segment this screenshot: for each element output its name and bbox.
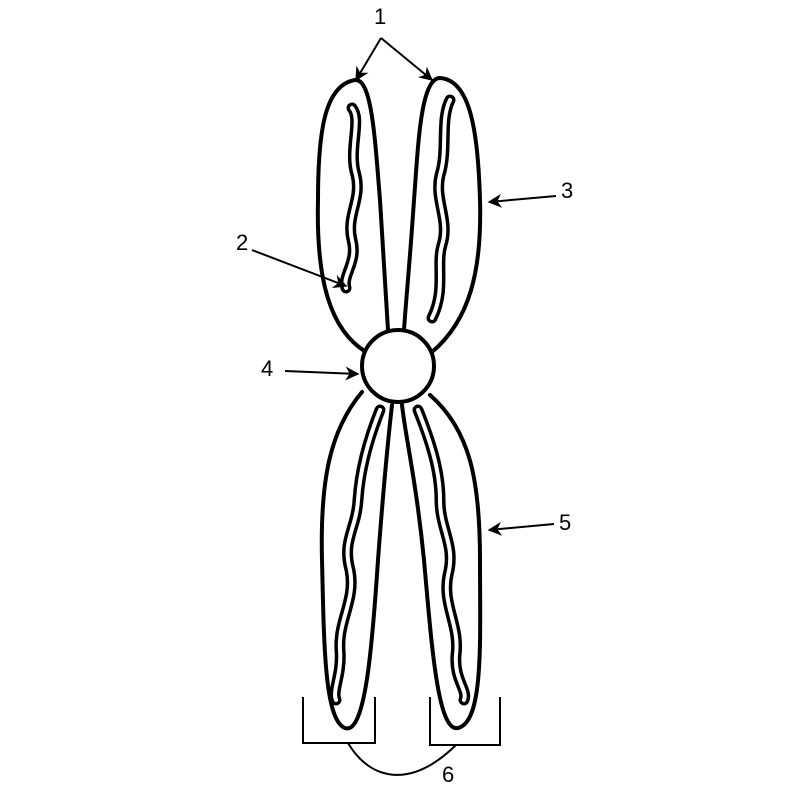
bracket-left xyxy=(302,697,376,744)
label-4: 4 xyxy=(261,356,274,381)
telomere-connector xyxy=(347,742,457,776)
upper-right-chromatid xyxy=(402,76,483,354)
arrow-1-left xyxy=(355,37,382,82)
lower-right-chromatid xyxy=(400,393,483,730)
arrow-2 xyxy=(251,249,348,289)
arrow-5 xyxy=(487,521,555,536)
chromatin-strands xyxy=(329,94,471,706)
label-3: 3 xyxy=(561,178,574,203)
arrow-1-right xyxy=(380,37,434,81)
lower-left-chromatid xyxy=(319,390,394,731)
arrow-3 xyxy=(487,193,557,208)
label-5: 5 xyxy=(559,510,572,535)
arrow-4 xyxy=(284,366,360,381)
label-6: 6 xyxy=(442,762,455,787)
centromere xyxy=(360,328,436,404)
bracket-right xyxy=(429,697,501,746)
label-1: 1 xyxy=(374,4,387,29)
label-2: 2 xyxy=(236,230,249,255)
